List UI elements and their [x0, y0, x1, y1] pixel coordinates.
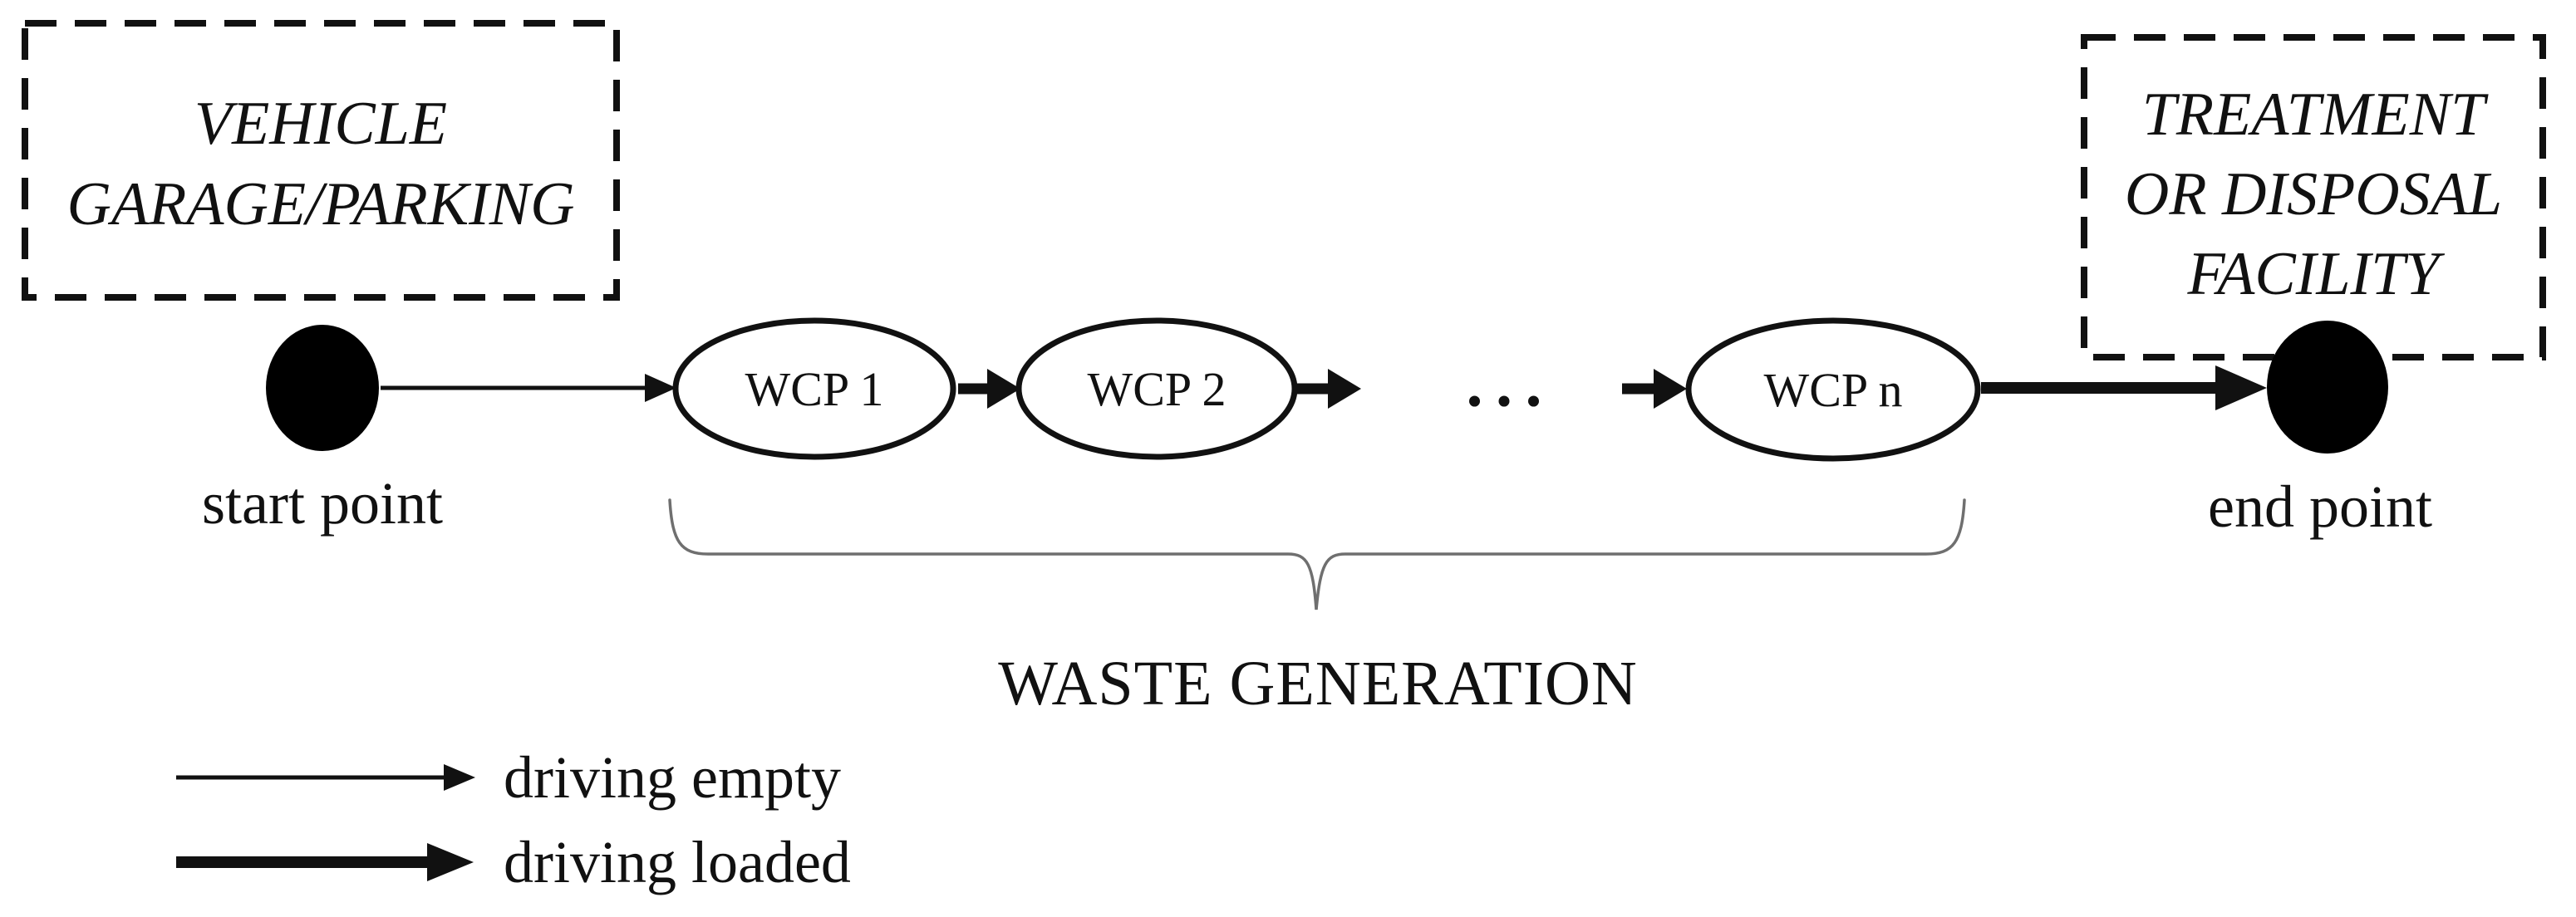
- legend-thin-arrow-head-icon: [444, 764, 475, 791]
- arrow-loaded-head-icon: [1328, 369, 1361, 409]
- start-point-node: [266, 325, 379, 451]
- arrow-empty-start-to-wcp1: [381, 374, 676, 402]
- wcpn-node: WCP n: [1685, 317, 1981, 462]
- facility-box: TREATMENT OR DISPOSAL FACILITY: [2081, 34, 2546, 360]
- wcp1-ellipse: [672, 317, 956, 460]
- end-point-label: end point: [2208, 473, 2432, 540]
- arrow-loaded-head-icon: [1654, 369, 1687, 409]
- legend-driving-loaded-label: driving loaded: [504, 829, 851, 895]
- garage-box: VEHICLE GARAGE/PARKING: [22, 20, 620, 301]
- wcp1-label: WCP 1: [745, 362, 883, 416]
- arrow-loaded-head-icon: [987, 369, 1020, 409]
- legend-row-driving-loaded: driving loaded: [176, 829, 851, 895]
- wcp2-node: WCP 2: [1015, 317, 1298, 460]
- wcp2-ellipse: [1015, 317, 1298, 460]
- garage-box-label-line2: GARAGE/PARKING: [66, 170, 574, 238]
- wcpn-label: WCP n: [1763, 363, 1902, 417]
- wcpn-ellipse: [1685, 317, 1981, 462]
- facility-box-label-line1: TREATMENT: [2142, 81, 2489, 149]
- arrow-loaded-wcpn-to-end: [1981, 365, 2267, 410]
- wcp1-node: WCP 1: [672, 317, 956, 460]
- wcp2-label: WCP 2: [1087, 362, 1226, 416]
- garage-box-label-line1: VEHICLE: [194, 90, 447, 158]
- legend-thick-arrow-head-icon: [427, 843, 474, 881]
- facility-box-label-line2: OR DISPOSAL: [2125, 160, 2502, 228]
- start-point-label: start point: [202, 470, 443, 537]
- arrow-loaded-wcp1-to-wcp2: [958, 369, 1020, 409]
- legend-driving-empty-label: driving empty: [504, 744, 841, 811]
- arrow-empty-head-icon: [645, 374, 676, 402]
- legend-row-driving-empty: driving empty: [176, 744, 841, 811]
- ellipsis-dots: ...: [1463, 324, 1552, 425]
- arrow-loaded-before-wcpn: [1622, 369, 1687, 409]
- garage-box-border: [22, 20, 620, 301]
- facility-box-label-line3: FACILITY: [2187, 240, 2446, 308]
- waste-generation-brace: [668, 498, 1966, 611]
- arrow-loaded-head-icon: [2215, 365, 2267, 410]
- legend: driving empty driving loaded: [176, 744, 851, 895]
- waste-generation-label: WASTE GENERATION: [998, 649, 1638, 718]
- end-point-node: [2267, 321, 2388, 454]
- arrow-loaded-after-wcp2: [1296, 369, 1361, 409]
